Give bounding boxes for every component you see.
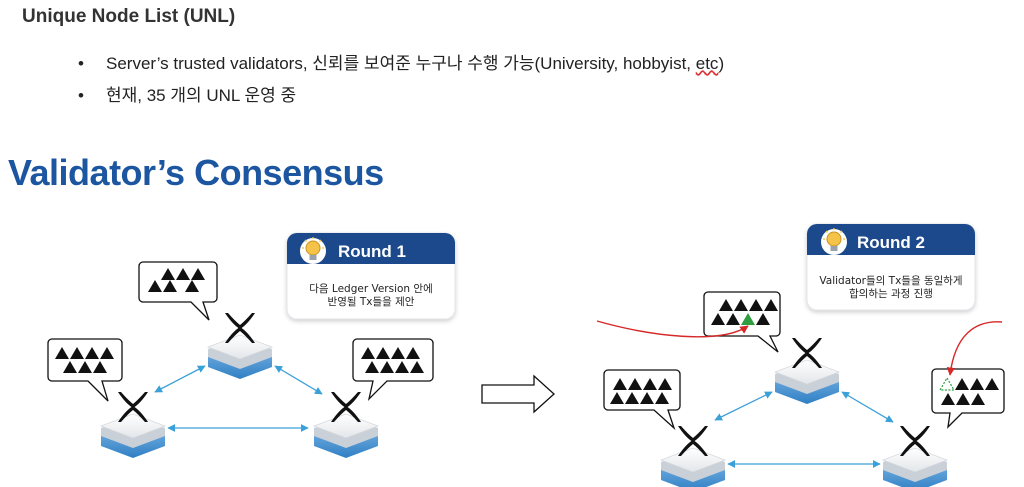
round2-line2: 합의하는 과정 진행 xyxy=(849,287,933,300)
round2-title: Round 2 xyxy=(857,233,925,252)
tx-bubble xyxy=(603,369,681,431)
validator-node-icon xyxy=(882,425,948,487)
round1-title: Round 1 xyxy=(338,242,406,261)
bullet-list: • Server’s trusted validators, 신뢰를 보여준 누… xyxy=(78,48,724,112)
tx-bubble xyxy=(47,338,123,402)
bullet-text: Server’s trusted validators, 신뢰를 보여준 누구나… xyxy=(106,54,696,73)
network-links-right xyxy=(714,391,894,468)
tx-bubble xyxy=(352,338,434,402)
validator-node-icon xyxy=(207,312,273,380)
round2-callout xyxy=(806,223,976,311)
validator-node-icon xyxy=(313,391,379,459)
validator-node-icon xyxy=(660,425,726,487)
tx-bubble xyxy=(138,261,218,321)
bullet-item: • Server’s trusted validators, 신뢰를 보여준 누… xyxy=(78,48,724,80)
round1-line2: 반영될 Tx들을 제안 xyxy=(328,296,415,308)
bullet-text-end: ) xyxy=(718,54,725,73)
annotation-arrow xyxy=(946,321,1003,376)
highlighted-tx xyxy=(741,313,755,325)
page-heading: Unique Node List (UNL) xyxy=(22,6,236,27)
recycle-icon xyxy=(938,376,956,391)
bullet-item: • 현재, 35 개의 UNL 운영 중 xyxy=(78,80,724,112)
section-title: Validator’s Consensus xyxy=(8,152,384,193)
validator-node-icon xyxy=(774,337,840,405)
bullet-text: 현재, 35 개의 UNL 운영 중 xyxy=(106,86,297,105)
bullet-marker: • xyxy=(78,54,84,73)
tx-bubble xyxy=(931,368,1005,429)
network-links-left xyxy=(154,365,323,432)
tx-bubble xyxy=(703,291,781,353)
right-arrow-icon xyxy=(481,374,555,414)
round2-line1: Validator들의 Tx들을 동일하게 xyxy=(819,274,962,287)
bullet-text-underlined: etc xyxy=(695,54,719,73)
round1-line1: 다음 Ledger Version 안에 xyxy=(309,283,433,295)
bullet-marker: • xyxy=(78,86,84,105)
annotation-arrow xyxy=(596,320,749,338)
round1-callout xyxy=(286,232,456,320)
validator-node-icon xyxy=(100,391,166,459)
